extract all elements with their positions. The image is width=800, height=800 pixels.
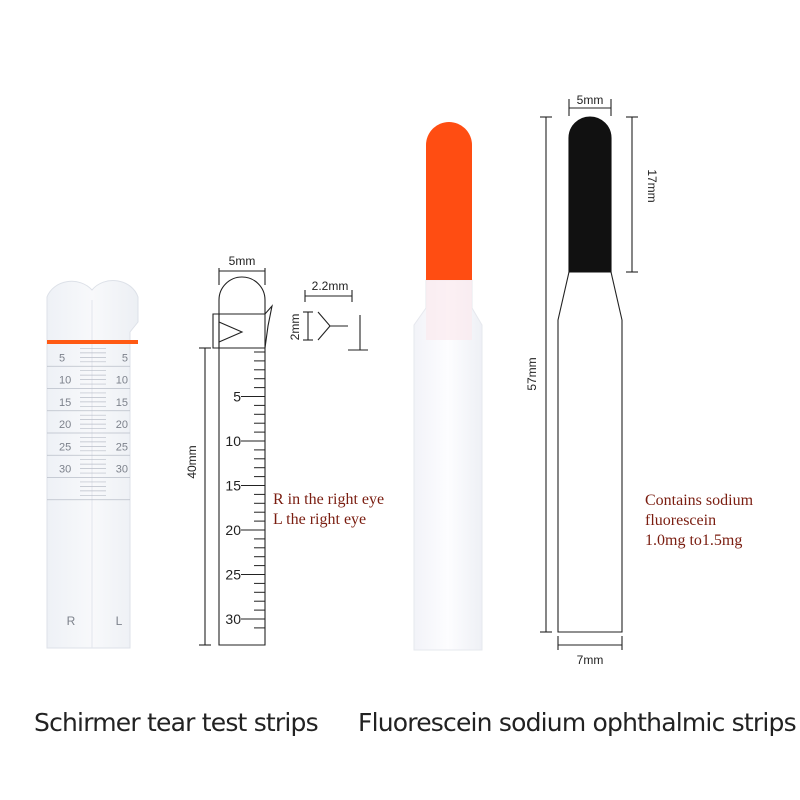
fluorescein-tip-length-label: 17mm [645, 169, 659, 202]
schirmer-photo-tick-label: 20 [116, 419, 128, 431]
schirmer-drawing-notch [212, 304, 273, 349]
fluorescein-content-note: Contains sodium fluorescein 1.0mg to1.5m… [645, 491, 753, 551]
schirmer-photo-tick-label: 25 [59, 441, 71, 453]
schirmer-photo-tick-label: 5 [122, 352, 128, 364]
schirmer-photo-tick-label: 5 [59, 352, 65, 364]
schirmer-orange-marker [47, 340, 138, 344]
fluorescein-black-tip [568, 116, 612, 273]
schirmer-photo-side-label: L [116, 614, 123, 628]
schirmer-photo-tick-label: 10 [59, 375, 71, 387]
schirmer-eye-note: R in the right eye L the right eye [273, 490, 384, 530]
schirmer-width-label: 5mm [229, 254, 256, 268]
schirmer-photo-tick-label: 25 [116, 441, 128, 453]
fluorescein-bottom-width-label: 7mm [577, 653, 604, 667]
schirmer-photo-tick-label: 15 [116, 397, 128, 409]
schirmer-photo-tick-label: 30 [116, 464, 128, 476]
schirmer-photo-side-label: R [67, 614, 76, 628]
schirmer-photo-tick-label: 10 [116, 375, 128, 387]
schirmer-drawing-outline [218, 276, 266, 646]
fluorescein-strip-drawing [540, 99, 638, 650]
schirmer-photo-tick-label: 15 [59, 397, 71, 409]
schirmer-strip-photo: 5 5 10 10 15 15 20 20 25 25 30 30R L [46, 279, 139, 649]
fluorescein-strip-photo [413, 122, 483, 651]
schirmer-drawing-tick-label: 30 [225, 611, 241, 627]
fluorescein-drawing-outline [557, 271, 623, 633]
schirmer-caption: Schirmer tear test strips [34, 708, 319, 737]
fluorescein-orange-tip [426, 122, 472, 280]
schirmer-note-line: R in the right eye [273, 491, 385, 508]
schirmer-note-line: L the right eye [273, 511, 367, 528]
schirmer-notch-width-label: 2.2mm [312, 279, 349, 293]
fluorescein-length-label: 57mm [525, 357, 539, 390]
fluorescein-note-line: fluorescein [645, 512, 717, 529]
fluorescein-top-width-label: 5mm [577, 93, 604, 107]
fluorescein-caption: Fluorescein sodium ophthalmic strips [358, 708, 797, 737]
schirmer-drawing-tick-label: 25 [225, 567, 241, 583]
schirmer-photo-scale: 5 5 10 10 15 15 20 20 25 25 30 30R L [47, 348, 130, 628]
fluorescein-note-line: 1.0mg to1.5mg [645, 532, 743, 549]
schirmer-drawing-tick-label: 15 [225, 478, 241, 494]
schirmer-photo-tick-label: 30 [59, 464, 71, 476]
schirmer-drawing-tick-label: 5 [233, 389, 241, 405]
schirmer-photo-tick-label: 20 [59, 419, 71, 431]
schirmer-strip-drawing: 5 10 15 20 25 30 [199, 268, 368, 646]
schirmer-drawing-tick-label: 10 [225, 433, 241, 449]
schirmer-drawing-scale: 5 10 15 20 25 30 [225, 351, 265, 629]
schirmer-length-label: 40mm [185, 445, 199, 478]
fluorescein-note-line: Contains sodium [645, 492, 754, 509]
schirmer-notch-height-label: 2mm [288, 314, 302, 341]
schirmer-drawing-tick-label: 20 [225, 522, 241, 538]
